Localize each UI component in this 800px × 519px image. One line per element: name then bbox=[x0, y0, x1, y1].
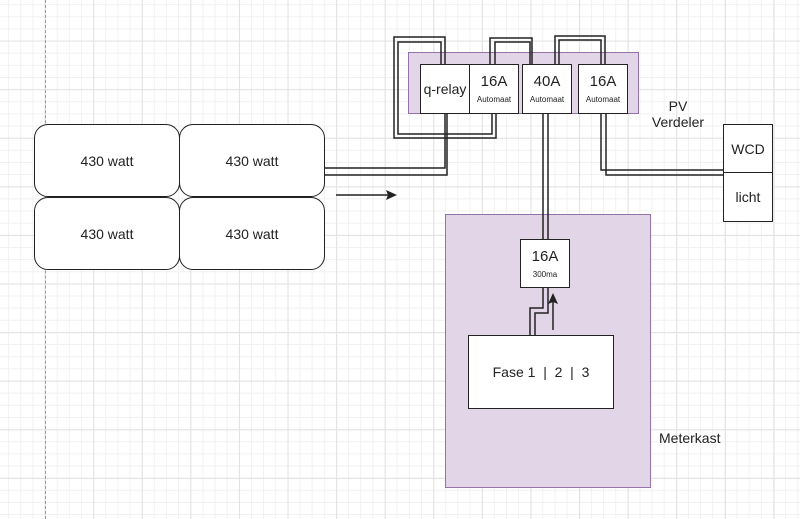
solar-panel-label: 430 watt bbox=[80, 225, 134, 242]
licht-box[interactable]: licht bbox=[723, 172, 773, 222]
q-relay-box[interactable]: q-relay bbox=[420, 64, 470, 114]
wcd-label: WCD bbox=[731, 141, 765, 157]
pv-verdeler-label: PV Verdeler bbox=[638, 98, 718, 130]
wcd-box[interactable]: WCD bbox=[723, 124, 773, 174]
arrowhead-right bbox=[386, 190, 397, 200]
pv-verdeler-label-line1: PV bbox=[668, 98, 688, 114]
fase-label: Fase 1 | 2 | 3 bbox=[492, 364, 590, 380]
solar-panel[interactable]: 430 watt bbox=[34, 197, 180, 270]
q-relay-label: q-relay bbox=[423, 81, 467, 97]
wire-panel-to-qrelay bbox=[325, 112, 446, 169]
breaker-rating: 16A bbox=[531, 247, 559, 265]
breaker-type: Automaat bbox=[476, 95, 512, 104]
breaker-sensitivity: 300ma bbox=[532, 269, 558, 279]
fase-box[interactable]: Fase 1 | 2 | 3 bbox=[468, 335, 614, 409]
licht-label: licht bbox=[735, 189, 761, 205]
breaker-rating: 16A bbox=[589, 73, 617, 90]
breaker-type: Automaat bbox=[585, 95, 621, 104]
solar-panel-label: 430 watt bbox=[80, 152, 134, 169]
rcd-breaker-box[interactable]: 16A 300ma bbox=[520, 239, 570, 288]
pv-verdeler-label-line2: Verdeler bbox=[651, 114, 705, 130]
breaker-rating: 40A bbox=[533, 73, 561, 90]
solar-panel[interactable]: 430 watt bbox=[34, 124, 180, 197]
breaker-rating: 16A bbox=[480, 73, 508, 90]
breaker-type: Automaat bbox=[529, 95, 565, 104]
meterkast-label: Meterkast bbox=[659, 430, 721, 446]
solar-panel[interactable]: 430 watt bbox=[179, 124, 325, 197]
solar-panel-label: 430 watt bbox=[225, 225, 279, 242]
solar-panel[interactable]: 430 watt bbox=[179, 197, 325, 270]
breaker-16a-box[interactable]: 16A Automaat bbox=[469, 64, 519, 114]
breaker-40a-box[interactable]: 40A Automaat bbox=[522, 64, 572, 114]
wire-panel-to-qrelay bbox=[325, 112, 448, 176]
solar-panel-label: 430 watt bbox=[225, 152, 279, 169]
breaker-16a-right-box[interactable]: 16A Automaat bbox=[578, 64, 628, 114]
